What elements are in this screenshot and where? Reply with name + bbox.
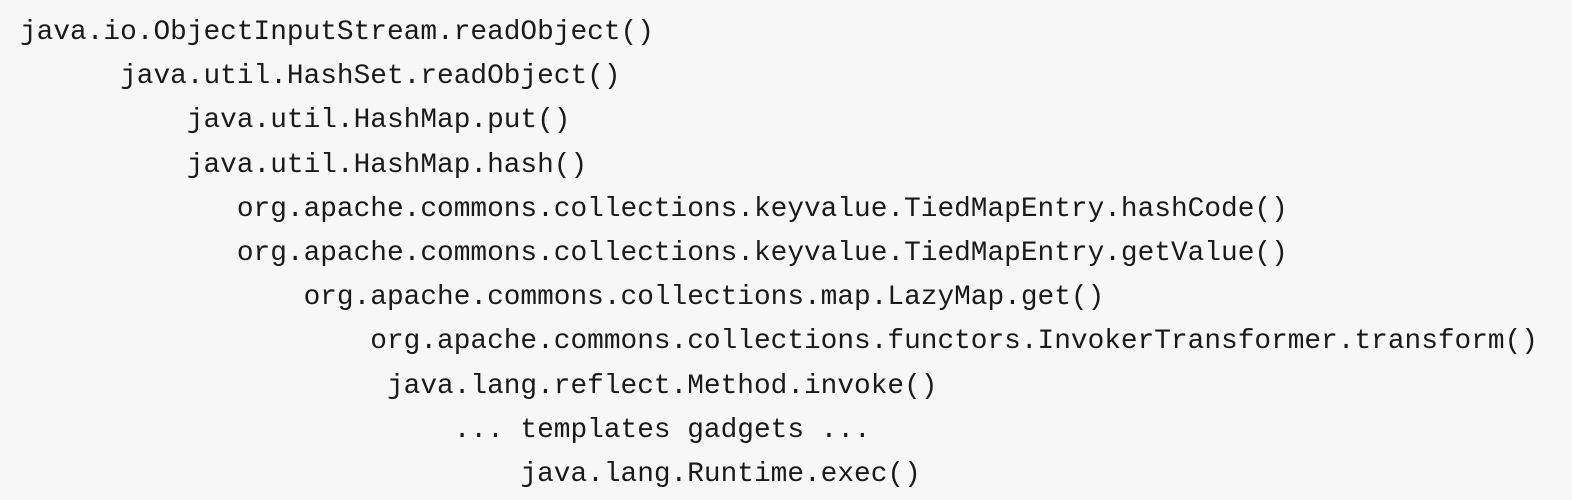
code-line: org.apache.commons.collections.functors.…	[20, 326, 1538, 358]
code-line: java.util.HashMap.hash()	[20, 149, 588, 181]
code-line: java.lang.Runtime.exec()	[20, 458, 921, 490]
gadget-chain-code: java.io.ObjectInputStream.readObject() j…	[20, 11, 1572, 497]
code-line: java.util.HashSet.readObject()	[20, 61, 621, 93]
code-line: java.lang.reflect.Method.invoke()	[20, 370, 938, 402]
code-line: org.apache.commons.collections.keyvalue.…	[20, 237, 1288, 269]
code-line: ... templates gadgets ...	[20, 414, 871, 446]
code-line: java.io.ObjectInputStream.readObject()	[20, 17, 654, 48]
code-line: org.apache.commons.collections.map.LazyM…	[20, 282, 1105, 314]
code-line: java.util.HashMap.put()	[20, 105, 571, 137]
code-line: org.apache.commons.collections.keyvalue.…	[20, 193, 1288, 225]
